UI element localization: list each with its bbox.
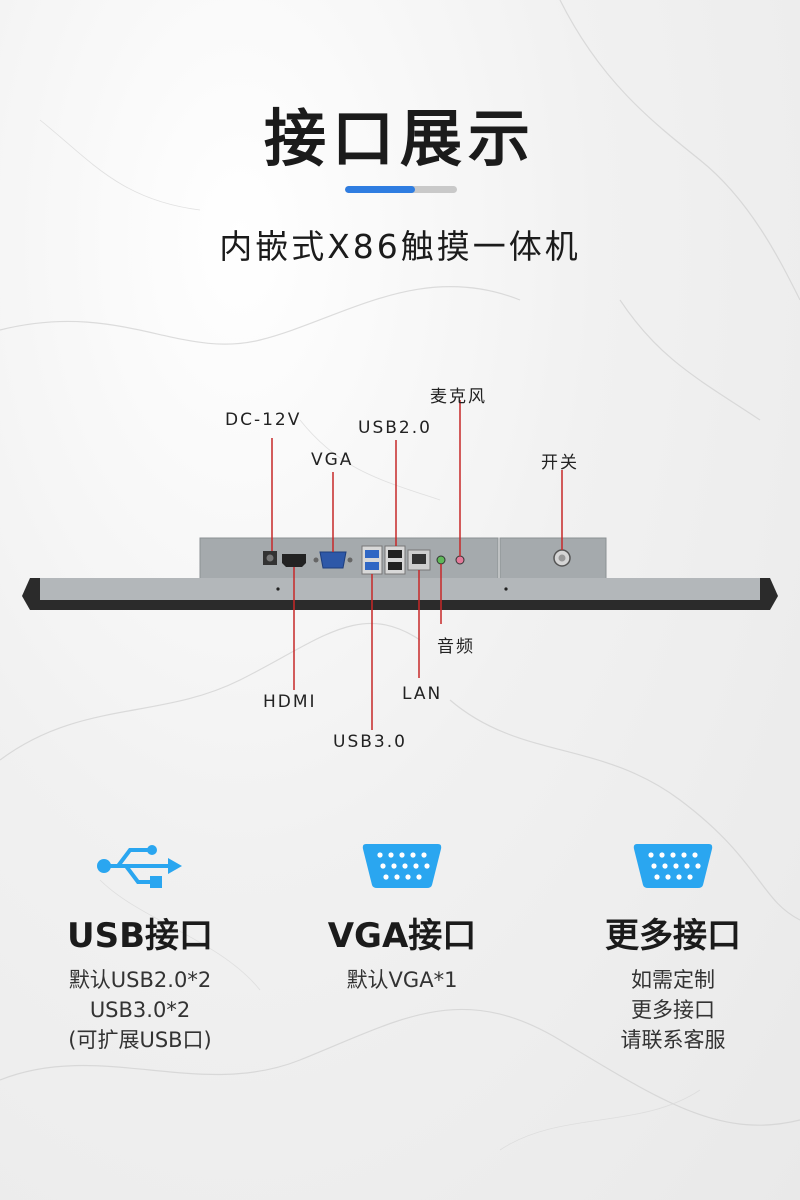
port-label-mic: 麦克风 xyxy=(430,387,487,407)
feature-desc-line: USB3.0*2 xyxy=(89,998,191,1022)
screw-left xyxy=(276,587,280,591)
audio-jack xyxy=(436,555,446,565)
feature-vga: VGA接口 默认VGA*1 xyxy=(282,838,522,995)
port-label-lan: LAN xyxy=(402,684,443,704)
page-title: 接口展示 xyxy=(263,102,536,175)
vga-connector-icon xyxy=(633,844,713,888)
feature-desc: 默认VGA*1 xyxy=(282,965,522,995)
feature-desc-line: 更多接口 xyxy=(631,998,715,1022)
feature-more: 更多接口 如需定制 更多接口 请联系客服 xyxy=(553,838,793,1055)
device-port-diagram: DC-12V VGA USB2.0 麦克风 开关 HDMI USB3.0 LAN… xyxy=(0,360,800,760)
feature-desc-line: 默认VGA*1 xyxy=(346,968,458,992)
feature-desc-line: 如需定制 xyxy=(631,968,715,992)
port-label-hdmi: HDMI xyxy=(263,692,317,712)
port-label-dc: DC-12V xyxy=(225,410,302,430)
feature-name: 更多接口 xyxy=(605,916,741,956)
feature-desc: 默认USB2.0*2 USB3.0*2 (可扩展USB口) xyxy=(20,965,260,1055)
mic-jack xyxy=(455,555,465,565)
port-label-usb2: USB2.0 xyxy=(358,418,432,438)
feature-usb: USB接口 默认USB2.0*2 USB3.0*2 (可扩展USB口) xyxy=(20,838,260,1055)
port-label-switch: 开关 xyxy=(541,453,579,473)
feature-name: VGA接口 xyxy=(327,916,477,956)
page-subtitle: 内嵌式X86触摸一体机 xyxy=(219,227,581,266)
feature-desc-line: 请联系客服 xyxy=(620,1028,726,1052)
port-label-audio: 音频 xyxy=(437,637,475,657)
hdmi-port xyxy=(282,554,306,567)
usb-icon xyxy=(97,845,182,888)
port-label-usb3: USB3.0 xyxy=(333,732,407,752)
rear-housing-right xyxy=(499,537,607,581)
feature-list: USB接口 默认USB2.0*2 USB3.0*2 (可扩展USB口) VGA接… xyxy=(0,838,800,1058)
feature-desc-line: 默认USB2.0*2 xyxy=(68,968,212,992)
port-label-vga: VGA xyxy=(311,450,354,470)
title-underline-accent xyxy=(345,186,415,193)
vga-connector-icon xyxy=(362,844,442,888)
screw-right xyxy=(504,587,508,591)
feature-name: USB接口 xyxy=(66,916,213,956)
feature-desc-line: (可扩展USB口) xyxy=(68,1028,212,1052)
device-panel xyxy=(40,578,760,600)
vga-port xyxy=(319,551,347,569)
title-underline xyxy=(345,186,457,193)
feature-desc: 如需定制 更多接口 请联系客服 xyxy=(553,965,793,1055)
